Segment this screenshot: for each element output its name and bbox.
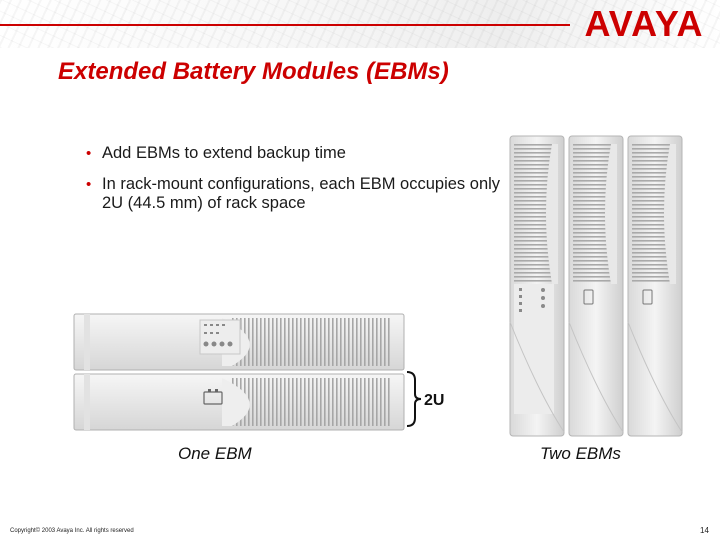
- tower-unit: [509, 135, 565, 437]
- page-number: 14: [700, 526, 709, 535]
- slide-title: Extended Battery Modules (EBMs): [58, 58, 449, 85]
- header-rule: [0, 24, 570, 26]
- bullet-item: Add EBMs to extend backup time: [86, 144, 506, 163]
- height-bracket: [406, 371, 422, 427]
- logo-text: AVAYA: [584, 3, 703, 44]
- copyright-text: Copyright© 2003 Avaya Inc. All rights re…: [10, 528, 134, 534]
- bullet-list: Add EBMs to extend backup time In rack-m…: [86, 144, 506, 225]
- caption-one-ebm: One EBM: [178, 444, 252, 463]
- rack-unit: [73, 313, 405, 371]
- bracket-label: 2U: [424, 392, 445, 409]
- tower-unit: [627, 135, 683, 437]
- rack-unit: [73, 373, 405, 431]
- rack-ebm-illustration: [73, 313, 405, 431]
- avaya-logo: AVAYA: [584, 3, 703, 44]
- tower-ebm-illustration: [509, 135, 683, 437]
- caption-two-ebms: Two EBMs: [540, 444, 621, 463]
- bullet-item: In rack-mount configurations, each EBM o…: [86, 175, 506, 213]
- tower-unit: [568, 135, 624, 437]
